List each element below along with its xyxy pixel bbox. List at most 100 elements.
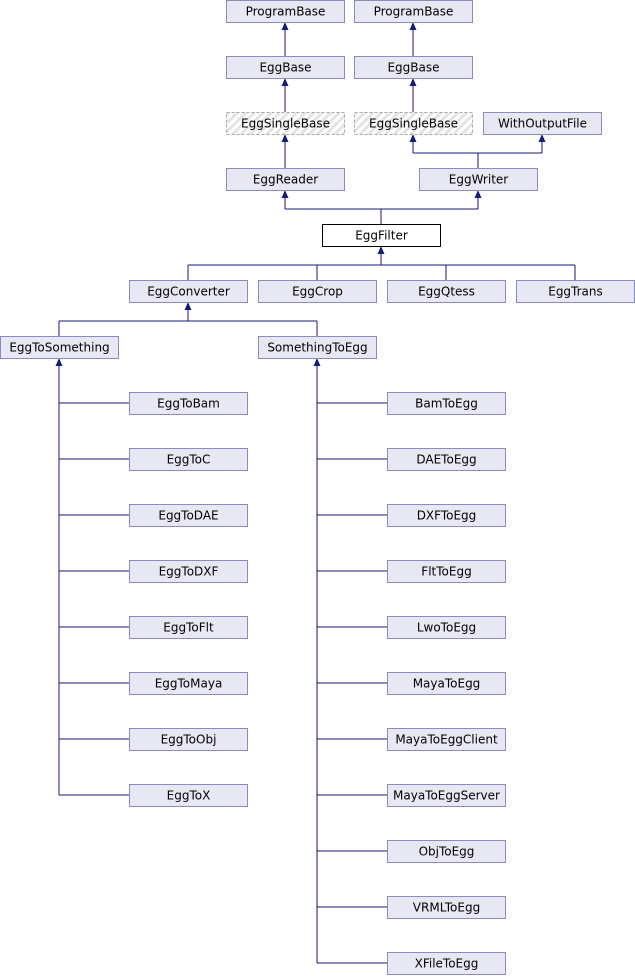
- class-node-box: [226, 112, 345, 135]
- class-node-eggtoflt[interactable]: EggToFlt: [129, 616, 248, 639]
- class-node-label: ObjToEgg: [419, 845, 475, 859]
- class-node-box: [387, 504, 506, 527]
- class-node-label: FltToEgg: [421, 565, 471, 579]
- class-node-label: LwoToEgg: [417, 621, 476, 635]
- class-node-label: EggToDAE: [158, 509, 218, 523]
- class-node-box: [129, 280, 248, 303]
- class-node-programbase-l[interactable]: ProgramBase: [226, 0, 345, 23]
- class-node-label: EggWriter: [449, 173, 508, 187]
- class-node-bamtoegg[interactable]: BamToEgg: [387, 392, 506, 415]
- class-node-box: [387, 840, 506, 863]
- class-node-box: [387, 952, 506, 975]
- inheritance-arrowhead: [409, 134, 417, 142]
- class-node-eggtosomething[interactable]: EggToSomething: [0, 336, 119, 359]
- class-node-label: EggFilter: [355, 229, 408, 243]
- class-node-label: ProgramBase: [246, 5, 326, 19]
- class-node-eggsinglebase-l[interactable]: EggSingleBase: [226, 112, 345, 135]
- class-node-label: XFileToEgg: [415, 957, 479, 971]
- inheritance-arrowhead: [281, 78, 289, 86]
- class-node-eggconverter[interactable]: EggConverter: [129, 280, 248, 303]
- class-node-mayatoegg[interactable]: MayaToEgg: [387, 672, 506, 695]
- class-node-eggtodae[interactable]: EggToDAE: [129, 504, 248, 527]
- class-node-box: [483, 112, 602, 135]
- class-node-eggbase-r[interactable]: EggBase: [354, 56, 473, 79]
- inheritance-arrowhead: [377, 246, 385, 254]
- inheritance-arrowhead: [281, 22, 289, 30]
- inheritance-arrowhead: [409, 22, 417, 30]
- class-node-mayatoeggserver[interactable]: MayaToEggServer: [387, 784, 506, 807]
- class-node-eggtomaya[interactable]: EggToMaya: [129, 672, 248, 695]
- class-node-objtoegg[interactable]: ObjToEgg: [387, 840, 506, 863]
- class-node-label: EggToX: [167, 789, 211, 803]
- class-node-box: [258, 336, 377, 359]
- inheritance-arrowhead: [474, 190, 482, 198]
- class-node-box: [387, 392, 506, 415]
- class-node-box: [129, 616, 248, 639]
- class-node-label: EggToC: [167, 453, 211, 467]
- inheritance-arrowhead: [538, 134, 546, 142]
- class-node-label: EggBase: [387, 61, 439, 75]
- class-node-box: [387, 728, 506, 751]
- class-node-label: DAEToEgg: [416, 453, 476, 467]
- class-node-label: MayaToEgg: [413, 677, 481, 691]
- class-node-label: MayaToEggClient: [395, 733, 498, 747]
- class-node-box: [226, 0, 345, 23]
- class-node-eggtoobj[interactable]: EggToObj: [129, 728, 248, 751]
- class-node-lwotoegg[interactable]: LwoToEgg: [387, 616, 506, 639]
- class-node-eggtox[interactable]: EggToX: [129, 784, 248, 807]
- inheritance-arrowhead: [409, 78, 417, 86]
- class-node-box: [387, 280, 506, 303]
- class-node-box: [419, 168, 538, 191]
- class-node-box: [258, 280, 377, 303]
- class-node-mayatoeggclient[interactable]: MayaToEggClient: [387, 728, 506, 751]
- class-node-eggfilter[interactable]: EggFilter: [322, 224, 441, 247]
- inheritance-arrowhead: [281, 190, 289, 198]
- class-node-label: DXFToEgg: [417, 509, 477, 523]
- class-node-box: [354, 112, 473, 135]
- class-node-eggreader[interactable]: EggReader: [226, 168, 345, 191]
- class-node-programbase-r[interactable]: ProgramBase: [354, 0, 473, 23]
- class-node-box: [387, 896, 506, 919]
- class-node-somethingtoegg[interactable]: SomethingToEgg: [258, 336, 377, 359]
- class-node-withoutputfile[interactable]: WithOutputFile: [483, 112, 602, 135]
- class-node-label: EggSingleBase: [369, 117, 458, 131]
- class-node-box: [129, 672, 248, 695]
- class-node-eggqtess[interactable]: EggQtess: [387, 280, 506, 303]
- class-node-eggcrop[interactable]: EggCrop: [258, 280, 377, 303]
- class-node-dxftoegg[interactable]: DXFToEgg: [387, 504, 506, 527]
- class-node-label: EggTrans: [548, 285, 603, 299]
- class-node-box: [354, 56, 473, 79]
- class-node-label: VRMLToEgg: [413, 901, 480, 915]
- class-node-label: WithOutputFile: [498, 117, 587, 131]
- class-node-eggtrans[interactable]: EggTrans: [516, 280, 635, 303]
- inheritance-arrowhead: [313, 358, 321, 366]
- class-node-label: EggConverter: [147, 285, 230, 299]
- class-node-eggwriter[interactable]: EggWriter: [419, 168, 538, 191]
- class-node-label: MayaToEggServer: [393, 789, 500, 803]
- class-node-box: [387, 784, 506, 807]
- class-node-box: [129, 448, 248, 471]
- class-node-label: EggToObj: [161, 733, 217, 747]
- class-node-daetoegg[interactable]: DAEToEgg: [387, 448, 506, 471]
- class-node-xfiletoegg[interactable]: XFileToEgg: [387, 952, 506, 975]
- class-node-label: EggBase: [259, 61, 311, 75]
- class-node-box: [387, 560, 506, 583]
- class-node-flttoegg[interactable]: FltToEgg: [387, 560, 506, 583]
- class-node-box: [0, 336, 119, 359]
- inheritance-arrowhead: [281, 134, 289, 142]
- class-node-box: [129, 784, 248, 807]
- class-node-box: [129, 560, 248, 583]
- class-node-label: EggQtess: [418, 285, 475, 299]
- class-node-label: EggSingleBase: [241, 117, 330, 131]
- class-node-eggtodxf[interactable]: EggToDXF: [129, 560, 248, 583]
- class-node-box: [129, 392, 248, 415]
- class-node-eggbase-l[interactable]: EggBase: [226, 56, 345, 79]
- class-node-box: [226, 168, 345, 191]
- class-node-eggtobam[interactable]: EggToBam: [129, 392, 248, 415]
- class-node-eggtoc[interactable]: EggToC: [129, 448, 248, 471]
- inheritance-arrowhead: [184, 302, 192, 310]
- class-node-vrmltoegg[interactable]: VRMLToEgg: [387, 896, 506, 919]
- class-node-eggsinglebase-r[interactable]: EggSingleBase: [354, 112, 473, 135]
- class-node-label: EggToSomething: [9, 341, 109, 355]
- class-node-label: EggToMaya: [155, 677, 223, 691]
